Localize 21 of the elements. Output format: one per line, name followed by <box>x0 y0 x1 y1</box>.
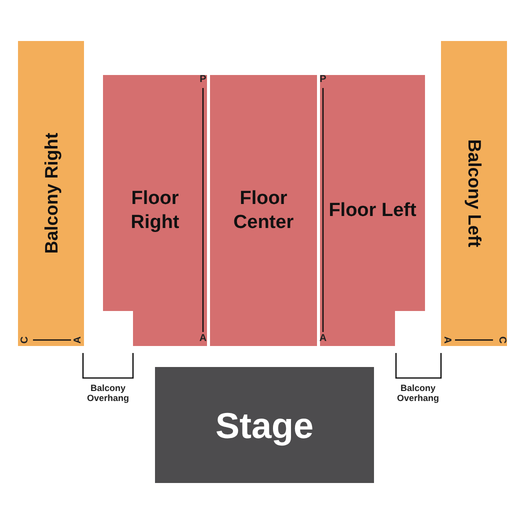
balcony-section <box>441 41 507 346</box>
stage <box>155 367 374 483</box>
row-label: C <box>21 336 31 344</box>
section-name: Floor Center <box>232 186 295 234</box>
row-label: A <box>74 336 84 344</box>
row-label: C <box>497 336 507 344</box>
row-label: A <box>199 334 207 344</box>
area-label: Balcony Overhang <box>86 383 130 403</box>
row-label: A <box>442 336 452 344</box>
row-label: P <box>200 75 206 85</box>
section-name: Floor Left <box>328 198 416 222</box>
area-label: Balcony Overhang <box>396 383 440 403</box>
section-name: Stage <box>215 404 314 448</box>
balcony-section <box>18 41 84 346</box>
row-label: P <box>320 75 326 85</box>
section-name: Balcony Left <box>463 139 486 248</box>
floor-section <box>103 75 207 346</box>
section-name: Floor Right <box>130 186 180 234</box>
section-name: Balcony Right <box>40 133 62 254</box>
floor-section <box>320 75 425 346</box>
floor-section <box>210 75 317 346</box>
